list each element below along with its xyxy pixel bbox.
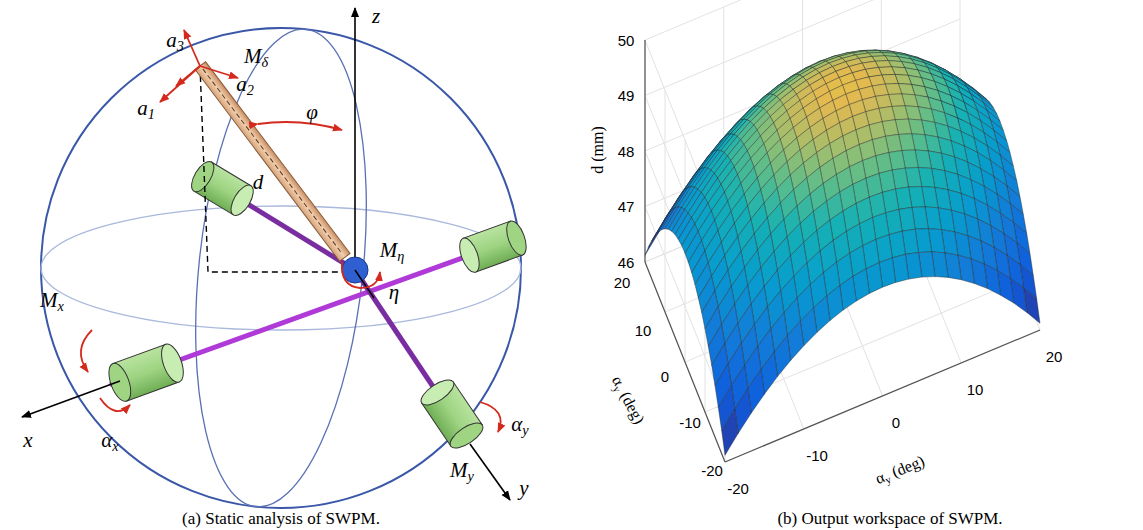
symbol-label: y <box>519 478 528 499</box>
symbol-label: a3 <box>166 30 184 51</box>
tick-label: 47 <box>618 199 635 214</box>
tick-label: 49 <box>618 88 635 103</box>
surface-patch <box>722 409 738 455</box>
surface-patch <box>997 271 1014 304</box>
figure-caption: (b) Output workspace of SWPM. <box>777 510 1002 527</box>
symbol-label: z <box>372 6 380 27</box>
symbol-label: a2 <box>236 74 254 95</box>
tick-label: -20 <box>727 481 749 496</box>
tick-label: 48 <box>618 144 635 159</box>
surface-patch <box>971 259 988 289</box>
tick-label: -10 <box>679 415 701 430</box>
grid-line <box>665 90 666 312</box>
grid-line <box>645 262 725 462</box>
symbol-label: d <box>253 172 264 193</box>
symbol-label: Mδ <box>244 46 268 67</box>
tick-label: 10 <box>967 382 984 397</box>
symbol-label: αy <box>511 414 528 435</box>
grid-line <box>645 130 960 262</box>
grid-line <box>645 40 646 262</box>
symbol-label: a1 <box>137 98 155 119</box>
tick-label: 50 <box>618 33 635 48</box>
surface-patch <box>984 264 1000 295</box>
grid-line <box>645 130 960 262</box>
symbol-label: η <box>389 282 399 303</box>
symbol-label: φ <box>306 102 318 123</box>
symbol-label: Mx <box>40 290 64 311</box>
axis-label: αy (deg) <box>873 453 927 487</box>
symbol-label: x <box>23 430 32 451</box>
grid-line <box>645 75 960 207</box>
tick-label: 46 <box>618 255 635 270</box>
grid-line <box>960 130 1040 330</box>
figure-caption: (a) Static analysis of SWPM. <box>182 510 380 527</box>
tick-label: -20 <box>701 463 723 478</box>
symbol-label: αx <box>101 430 118 451</box>
axis-label: αy (deg) <box>609 373 647 426</box>
grid-line <box>645 40 646 262</box>
tick-label: 20 <box>614 275 631 290</box>
tick-label: 0 <box>892 415 900 430</box>
tick-label: 0 <box>661 369 669 384</box>
symbol-label: My <box>450 460 474 481</box>
grid-line <box>644 40 645 262</box>
tick-label: 20 <box>1046 349 1063 364</box>
axis-label: d (mm) <box>590 126 606 174</box>
symbol-label: Mη <box>380 240 405 261</box>
grid-line <box>665 180 980 312</box>
tick-label: -10 <box>806 448 828 463</box>
tick-label: 10 <box>635 323 652 338</box>
